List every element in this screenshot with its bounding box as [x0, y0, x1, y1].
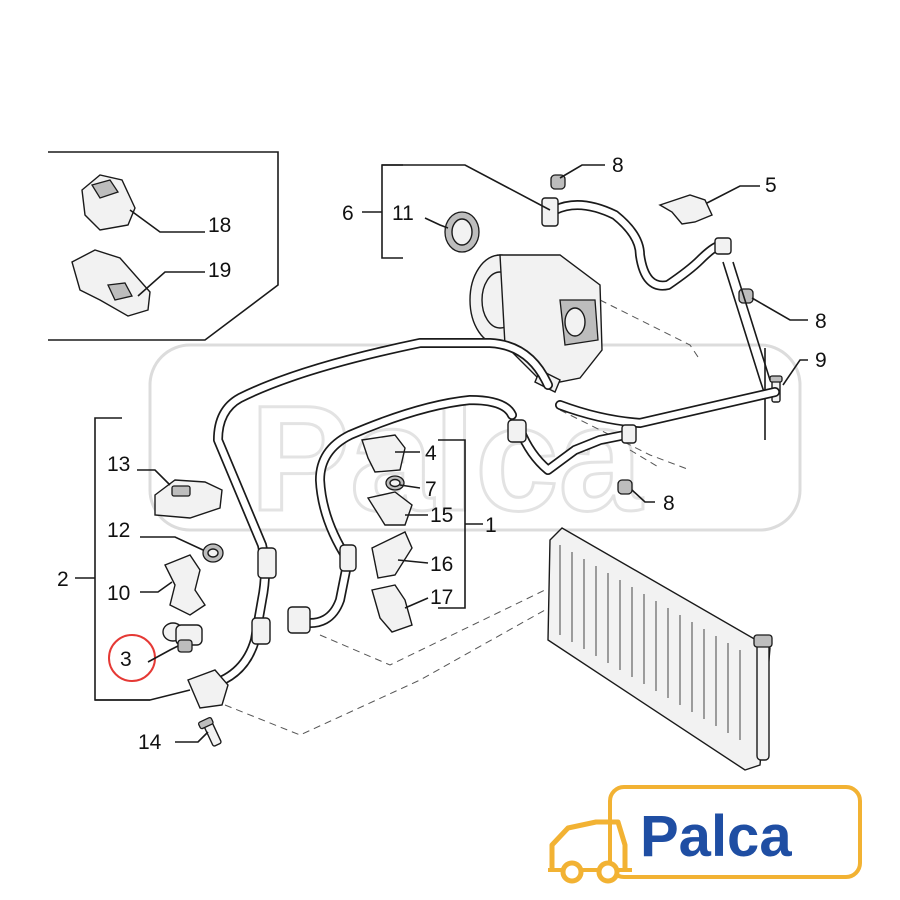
callout-6: 6: [342, 202, 354, 225]
callout-3: 3: [120, 648, 132, 671]
callout-4: 4: [425, 442, 437, 465]
callout-9: 9: [815, 349, 827, 372]
inset-box: [48, 151, 279, 341]
callout-10: 10: [107, 582, 130, 605]
part-4-clip: [361, 434, 406, 473]
callout-7: 7: [425, 478, 437, 501]
part-3-pressure-switch: [162, 622, 203, 653]
callout-15: 15: [430, 504, 453, 527]
part-12-grommet: [202, 543, 224, 563]
callout-11: 11: [392, 202, 414, 225]
callout-16: 16: [430, 553, 453, 576]
upper-hose: [541, 197, 732, 291]
callout-1: 1: [485, 514, 497, 537]
part-17-bracket: [371, 584, 413, 633]
part-16-bracket: [371, 531, 413, 579]
callout-8-top: 8: [612, 154, 624, 177]
callout-17: 17: [430, 586, 453, 609]
leader-lines: [95, 164, 808, 743]
part-19-connector: [71, 249, 151, 317]
dashed-guides: [224, 299, 701, 736]
logo-frame: [608, 785, 862, 879]
callout-8-right: 8: [815, 310, 827, 333]
part-11-ring: [444, 211, 480, 253]
pressure-sensor-block: [187, 669, 229, 709]
callout-8-mid: 8: [663, 492, 675, 515]
compressor: [469, 254, 603, 393]
callout-5: 5: [765, 174, 777, 197]
condenser: [547, 527, 773, 771]
part-7-oring: [385, 475, 405, 491]
palca-logo: Palca: [548, 785, 862, 884]
callout-12: 12: [107, 519, 130, 542]
callout-2: 2: [57, 568, 69, 591]
part-5-clip: [658, 194, 713, 225]
logo-text: Palca: [640, 804, 792, 869]
callouts: 18 19 6 11 8 5 8 9 8 4 7 15 1 16 17 13 1…: [57, 154, 827, 754]
callout-13: 13: [107, 453, 130, 476]
car-icon: [548, 819, 632, 884]
main-pipes: [205, 338, 780, 690]
callout-19: 19: [208, 259, 231, 282]
part-3-highlight-circle: [108, 634, 156, 682]
callout-14: 14: [138, 731, 162, 754]
part-18-connector: [81, 174, 136, 231]
part-10-clip: [164, 554, 206, 616]
part-14-bolt: [197, 716, 222, 747]
callout-18: 18: [208, 214, 231, 237]
part-13-bracket: [154, 479, 223, 519]
